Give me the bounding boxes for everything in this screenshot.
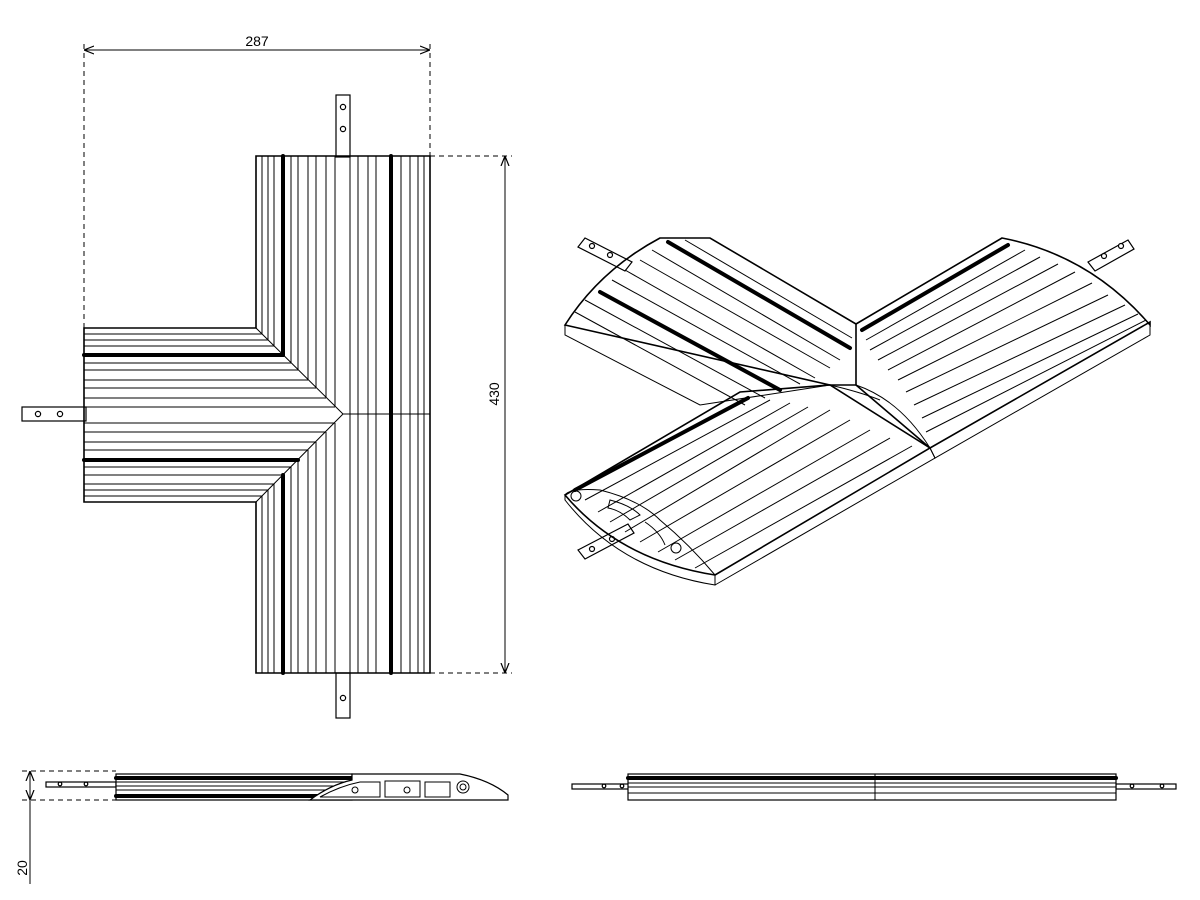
iso-ridges-left-arm	[574, 239, 853, 406]
mounting-tab-left	[21, 406, 87, 422]
top-view: 287 430	[21, 33, 512, 719]
horizontal-ridges	[82, 333, 335, 497]
side-view-long	[571, 773, 1177, 801]
dimension-length: 430	[430, 155, 512, 674]
dimension-width-label: 287	[245, 33, 269, 49]
dimension-height-label: 20	[14, 860, 30, 876]
isometric-view	[563, 237, 1151, 586]
iso-tab-top-left	[577, 237, 633, 272]
vertical-ridges	[261, 154, 425, 675]
dimension-length-label: 430	[486, 382, 502, 406]
iso-ridges-right-arm	[860, 243, 1147, 433]
iso-end-profile	[564, 489, 716, 576]
dimension-height: 20	[14, 770, 116, 884]
iso-ridges-bottom-arm	[573, 396, 913, 569]
iso-tab-bottom	[577, 523, 635, 560]
mounting-tab-top	[335, 94, 351, 158]
dimension-width: 287	[83, 33, 431, 328]
iso-tab-top-right	[1087, 239, 1135, 272]
side-view-profile: 20	[14, 770, 509, 884]
mounting-tab-bottom	[335, 672, 351, 719]
